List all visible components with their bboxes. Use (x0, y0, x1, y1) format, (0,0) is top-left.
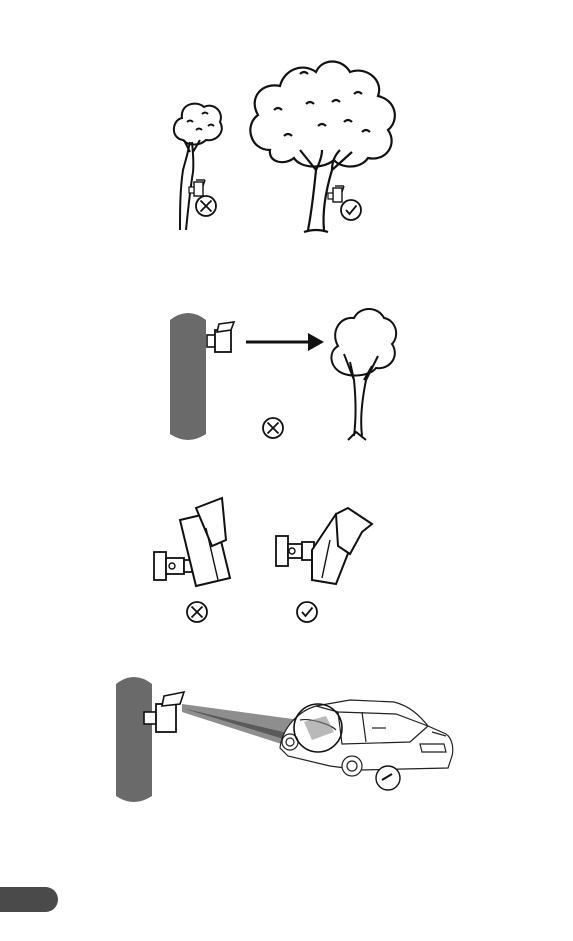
camera-tilted-down (276, 508, 372, 584)
post-camera (207, 322, 234, 352)
incorrect-mark-icon (196, 196, 216, 216)
mounting-post (170, 313, 206, 440)
car-illustration (280, 700, 453, 776)
incorrect-mark-icon (187, 602, 207, 622)
correct-mark-icon (341, 200, 361, 220)
detail-circle (376, 766, 400, 790)
big-tree-figure (250, 62, 394, 233)
small-tree-canopy (174, 104, 222, 145)
view-arrow-head (308, 333, 324, 351)
mounting-post (116, 677, 152, 802)
small-tree-figure (174, 104, 222, 230)
camera-on-big-tree (328, 186, 344, 202)
incorrect-mark-icon (263, 418, 283, 438)
page-tab (0, 887, 58, 912)
correct-mark-icon (297, 602, 317, 622)
car-monitoring-figure (116, 677, 453, 802)
camera-tilted-up (154, 498, 230, 586)
obstructing-tree (331, 309, 396, 440)
tilt-figure (154, 498, 372, 622)
obstruction-figure (170, 309, 396, 440)
